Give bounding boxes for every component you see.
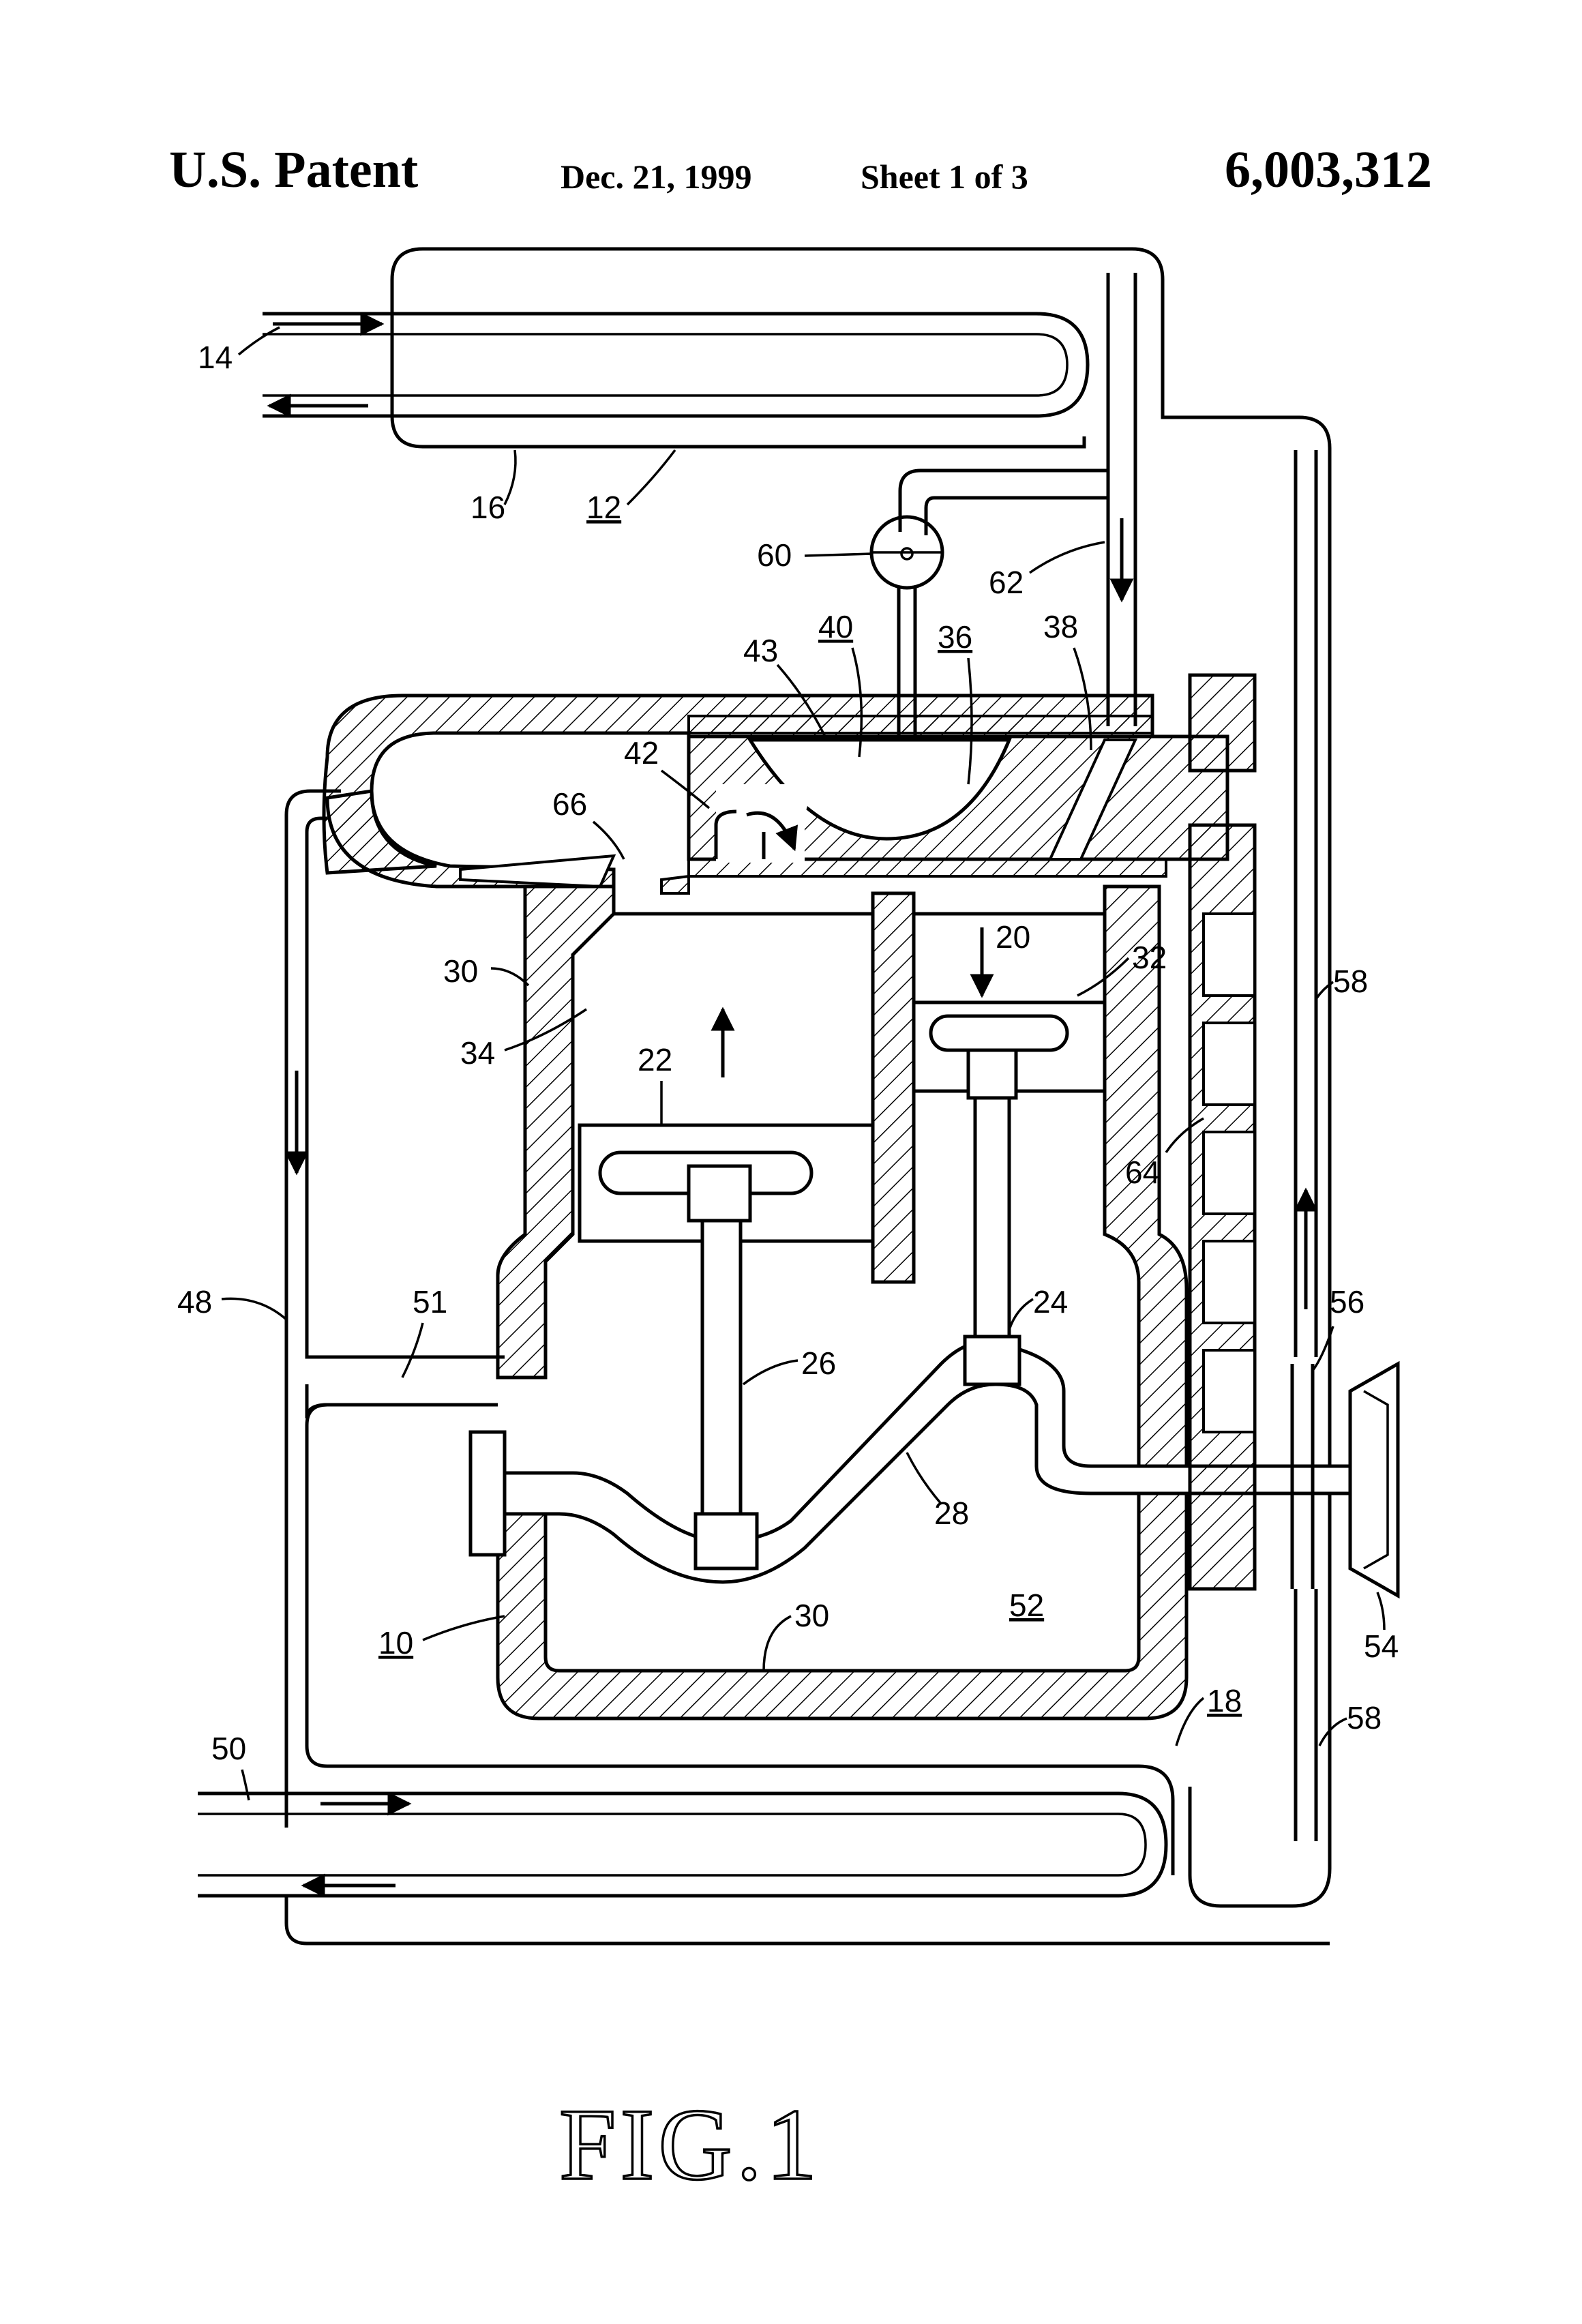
label-32: 32 — [1132, 940, 1167, 975]
label-10: 10 — [378, 1625, 413, 1660]
cylinder-34 — [580, 914, 873, 1241]
label-34: 34 — [460, 1035, 495, 1071]
label-60: 60 — [757, 537, 792, 573]
evaporator-coil — [198, 1793, 1330, 1943]
label-42: 42 — [624, 735, 659, 771]
label-51: 51 — [413, 1284, 447, 1320]
label-14: 14 — [198, 340, 233, 375]
feed-tube — [871, 273, 1135, 743]
label-50: 50 — [211, 1731, 246, 1766]
label-38: 38 — [1043, 609, 1078, 644]
label-22: 22 — [638, 1042, 672, 1077]
label-54: 54 — [1364, 1628, 1399, 1664]
label-52: 52 — [1009, 1588, 1044, 1623]
label-43: 43 — [743, 633, 778, 668]
label-40: 40 — [818, 609, 853, 644]
label-62: 62 — [989, 565, 1024, 600]
label-56: 56 — [1330, 1284, 1364, 1320]
label-20: 20 — [996, 919, 1030, 955]
label-58-upper: 58 — [1333, 964, 1368, 999]
label-58-lower: 58 — [1347, 1700, 1382, 1735]
label-16: 16 — [471, 490, 505, 525]
label-36: 36 — [938, 619, 972, 655]
label-26: 26 — [801, 1345, 836, 1381]
figure-title: FIG.1 — [559, 2088, 821, 2201]
label-24: 24 — [1033, 1284, 1068, 1320]
label-66: 66 — [552, 786, 587, 822]
connecting-rod-24 — [975, 1098, 1009, 1350]
label-48: 48 — [177, 1284, 212, 1320]
label-30-upper: 30 — [443, 953, 478, 989]
label-64: 64 — [1125, 1154, 1160, 1190]
label-12: 12 — [586, 490, 621, 525]
connecting-rod-26 — [702, 1221, 741, 1528]
label-30-lower: 30 — [794, 1598, 829, 1633]
label-18: 18 — [1207, 1683, 1242, 1718]
compressor-head — [324, 696, 1227, 893]
